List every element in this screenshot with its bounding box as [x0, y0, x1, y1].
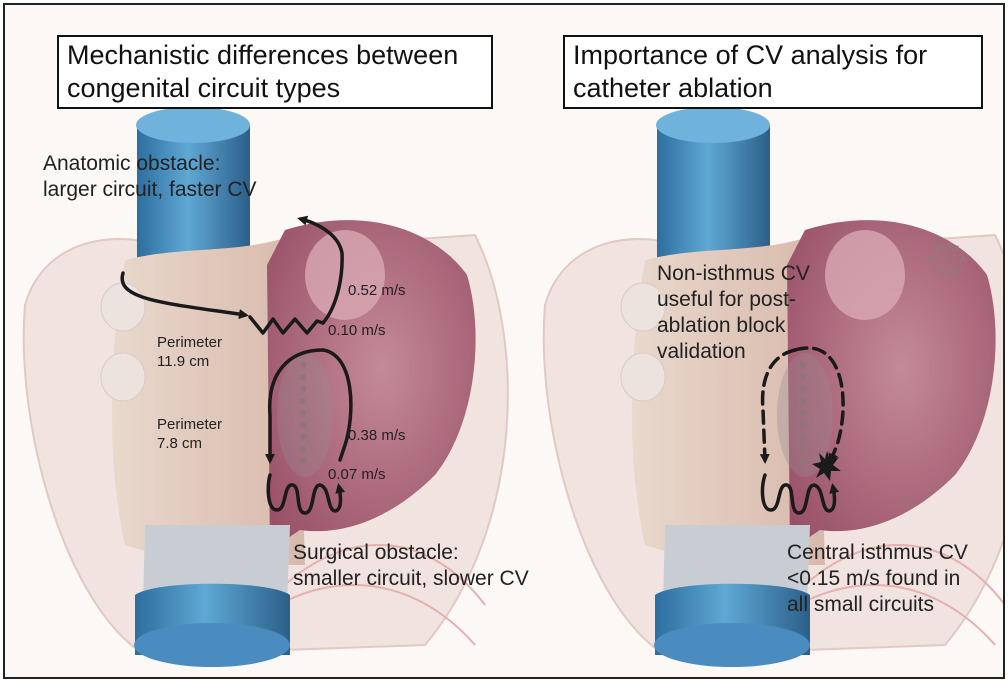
left-title-line1: Mechanistic differences between [67, 39, 483, 72]
non-isthmus-label: Non-isthmus CV useful for post- ablation… [657, 261, 825, 365]
right-title-box: Importance of CV analysis for catheter a… [563, 35, 983, 109]
cv-038-label: 0.38 m/s [348, 426, 406, 445]
cv-010-label: 0.10 m/s [328, 321, 386, 340]
surgical-obstacle-label: Surgical obstacle: smaller circuit, slow… [293, 540, 529, 592]
perimeter-small-label: Perimeter 7.8 cm [157, 415, 222, 453]
left-title-box: Mechanistic differences between congenit… [57, 35, 493, 109]
right-title-line1: Importance of CV analysis for [573, 39, 973, 72]
anatomic-obstacle-label: Anatomic obstacle: larger circuit, faste… [43, 151, 257, 203]
central-isthmus-label: Central isthmus CV <0.15 m/s found in al… [787, 540, 968, 618]
figure-frame: Mechanistic differences between congenit… [3, 3, 1005, 679]
cv-052-label: 0.52 m/s [348, 281, 406, 300]
cv-007-label: 0.07 m/s [328, 465, 386, 484]
right-title-line2: catheter ablation [573, 72, 973, 105]
left-title-line2: congenital circuit types [67, 72, 483, 105]
perimeter-large-label: Perimeter 11.9 cm [157, 333, 222, 371]
artist-signature: Blais ©UCLA 2020 [927, 243, 967, 279]
